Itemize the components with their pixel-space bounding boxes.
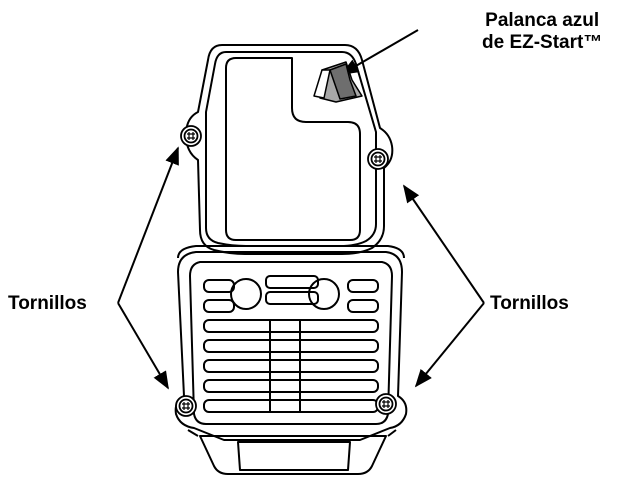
screws-label-left: Tornillos <box>8 293 87 314</box>
screws-label-right: Tornillos <box>490 293 569 314</box>
bottom-foot <box>199 435 387 475</box>
right-arrow-down <box>414 302 485 388</box>
ez-start-lever-icon <box>313 61 363 103</box>
left-arrow-up <box>117 146 179 304</box>
left-arrow-down <box>117 302 169 390</box>
top-cover-outline <box>185 44 394 255</box>
grille <box>203 275 379 413</box>
window <box>225 57 361 241</box>
lever-label-line1: Palanca azul <box>485 10 600 31</box>
lever-label-line2: de EZ-Start™ <box>482 32 603 53</box>
lower-body-inner <box>189 261 393 425</box>
screw-icon <box>175 125 397 417</box>
right-arrow-up <box>402 184 485 304</box>
ez-start-lever-label: Palanca azul de EZ-Start™ <box>482 10 602 54</box>
lever-arrow <box>340 29 419 75</box>
hinge <box>177 245 405 259</box>
